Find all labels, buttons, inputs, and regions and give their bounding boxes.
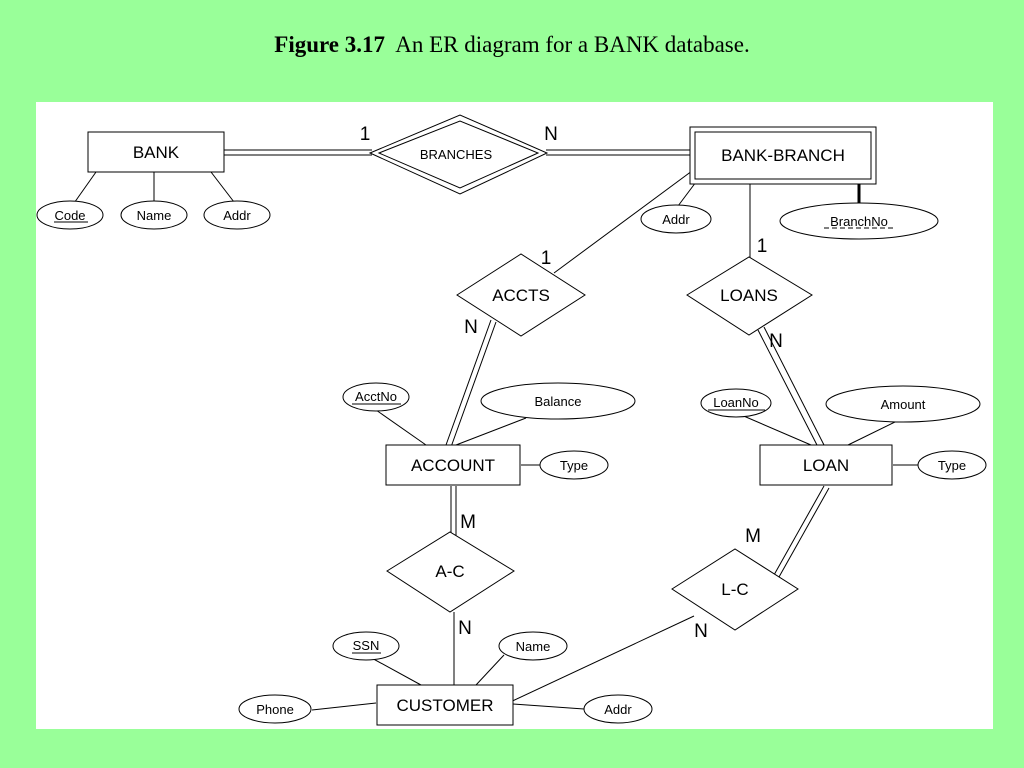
attribute-ssn-label: SSN bbox=[353, 638, 380, 653]
cardinality-ac-customer: N bbox=[458, 618, 472, 639]
er-diagram-panel: BANK BANK-BRANCH ACCOUNT LOAN CUSTOMER B… bbox=[36, 102, 993, 729]
attribute-balance-label: Balance bbox=[535, 394, 582, 409]
entity-loan-label: LOAN bbox=[803, 456, 849, 475]
attribute-bank-addr bbox=[203, 200, 271, 230]
relationship-l-c bbox=[671, 548, 799, 631]
relationship-l-c-label: L-C bbox=[721, 580, 748, 599]
connector-phone bbox=[311, 702, 377, 711]
connector-loans-loan-1 bbox=[763, 326, 825, 446]
relationship-a-c-label: A-C bbox=[435, 562, 464, 581]
entity-account bbox=[385, 444, 521, 486]
connector-amount bbox=[847, 418, 902, 446]
attribute-acctno-label: AcctNo bbox=[355, 389, 397, 404]
connector-bank-code bbox=[71, 171, 97, 207]
cardinality-lc-loan: M bbox=[745, 526, 761, 547]
connector-loanno bbox=[738, 413, 812, 446]
cardinality-ac-account: M bbox=[460, 512, 476, 533]
attribute-loan-type bbox=[917, 450, 987, 480]
cardinality-loans-branch: 1 bbox=[757, 236, 768, 257]
cardinality-branches-bank: 1 bbox=[360, 124, 371, 145]
attribute-account-type-label: Type bbox=[560, 458, 588, 473]
attribute-balance bbox=[480, 382, 636, 420]
attribute-bank-name bbox=[120, 200, 188, 230]
attribute-branchno bbox=[779, 202, 939, 240]
entity-bank bbox=[87, 131, 225, 173]
connector-loans-loan-2 bbox=[757, 329, 819, 448]
entity-loan bbox=[759, 444, 893, 486]
connector-branch-accts bbox=[553, 167, 697, 274]
cardinality-loans-loan: N bbox=[769, 331, 783, 352]
attribute-customer-name bbox=[498, 631, 568, 661]
connector-ssn bbox=[367, 655, 422, 686]
connector-customer-addr bbox=[512, 703, 585, 710]
attribute-phone bbox=[238, 694, 312, 724]
connector-accts-account-2 bbox=[450, 321, 497, 448]
attribute-amount-label: Amount bbox=[881, 397, 926, 412]
cardinality-lc-customer: N bbox=[694, 621, 708, 642]
attribute-bank-addr-label: Addr bbox=[223, 208, 251, 223]
connector-lc-customer bbox=[505, 615, 695, 705]
relationship-loans-label: LOANS bbox=[720, 286, 778, 305]
connector-balance bbox=[455, 417, 527, 446]
figure-label: Figure 3.17 bbox=[274, 32, 385, 57]
attribute-phone-label: Phone bbox=[256, 702, 294, 717]
attribute-loanno-label: LoanNo bbox=[713, 395, 759, 410]
connector-loan-lc-1 bbox=[773, 485, 825, 576]
attribute-branch-addr-label: Addr bbox=[662, 212, 690, 227]
entity-customer-label: CUSTOMER bbox=[397, 696, 494, 715]
connector-acctno bbox=[375, 409, 427, 446]
attribute-bank-name-label: Name bbox=[137, 208, 172, 223]
cardinality-accts-branch: 1 bbox=[541, 248, 552, 269]
attribute-account-type bbox=[539, 450, 609, 480]
cardinality-branches-branch: N bbox=[544, 124, 558, 145]
entity-bank-branch-label: BANK-BRANCH bbox=[721, 146, 845, 165]
attribute-customer-addr-label: Addr bbox=[604, 702, 632, 717]
attribute-code-label: Code bbox=[54, 208, 85, 223]
figure-caption: An ER diagram for a BANK database. bbox=[395, 32, 750, 57]
attribute-amount bbox=[825, 385, 981, 423]
cardinality-accts-account: N bbox=[464, 317, 478, 338]
attribute-ssn bbox=[332, 631, 400, 661]
attribute-loan-type-label: Type bbox=[938, 458, 966, 473]
entity-bank-branch-inner bbox=[694, 131, 872, 180]
attribute-customer-name-label: Name bbox=[516, 639, 551, 654]
relationship-accts-label: ACCTS bbox=[492, 286, 550, 305]
er-diagram: BANK BANK-BRANCH ACCOUNT LOAN CUSTOMER B… bbox=[36, 114, 987, 726]
connector-customer-name bbox=[475, 654, 505, 686]
relationship-branches-inner bbox=[377, 120, 540, 189]
attribute-branchno-label: BranchNo bbox=[830, 214, 888, 229]
relationship-loans bbox=[686, 256, 813, 336]
relationship-branches-label: BRANCHES bbox=[420, 147, 493, 162]
connector-accts-account-1 bbox=[445, 319, 492, 446]
entity-account-label: ACCOUNT bbox=[411, 456, 495, 475]
connector-branch-addr bbox=[677, 181, 697, 207]
relationship-a-c bbox=[386, 531, 515, 613]
connector-bank-addr bbox=[210, 171, 235, 203]
entity-customer bbox=[376, 684, 514, 726]
connector-loan-lc-2 bbox=[778, 487, 830, 578]
figure-title: Figure 3.17 An ER diagram for a BANK dat… bbox=[0, 32, 1024, 58]
entity-bank-label: BANK bbox=[133, 143, 180, 162]
attribute-customer-addr bbox=[583, 694, 653, 724]
attribute-branch-addr bbox=[640, 204, 712, 234]
relationship-accts bbox=[456, 253, 586, 337]
